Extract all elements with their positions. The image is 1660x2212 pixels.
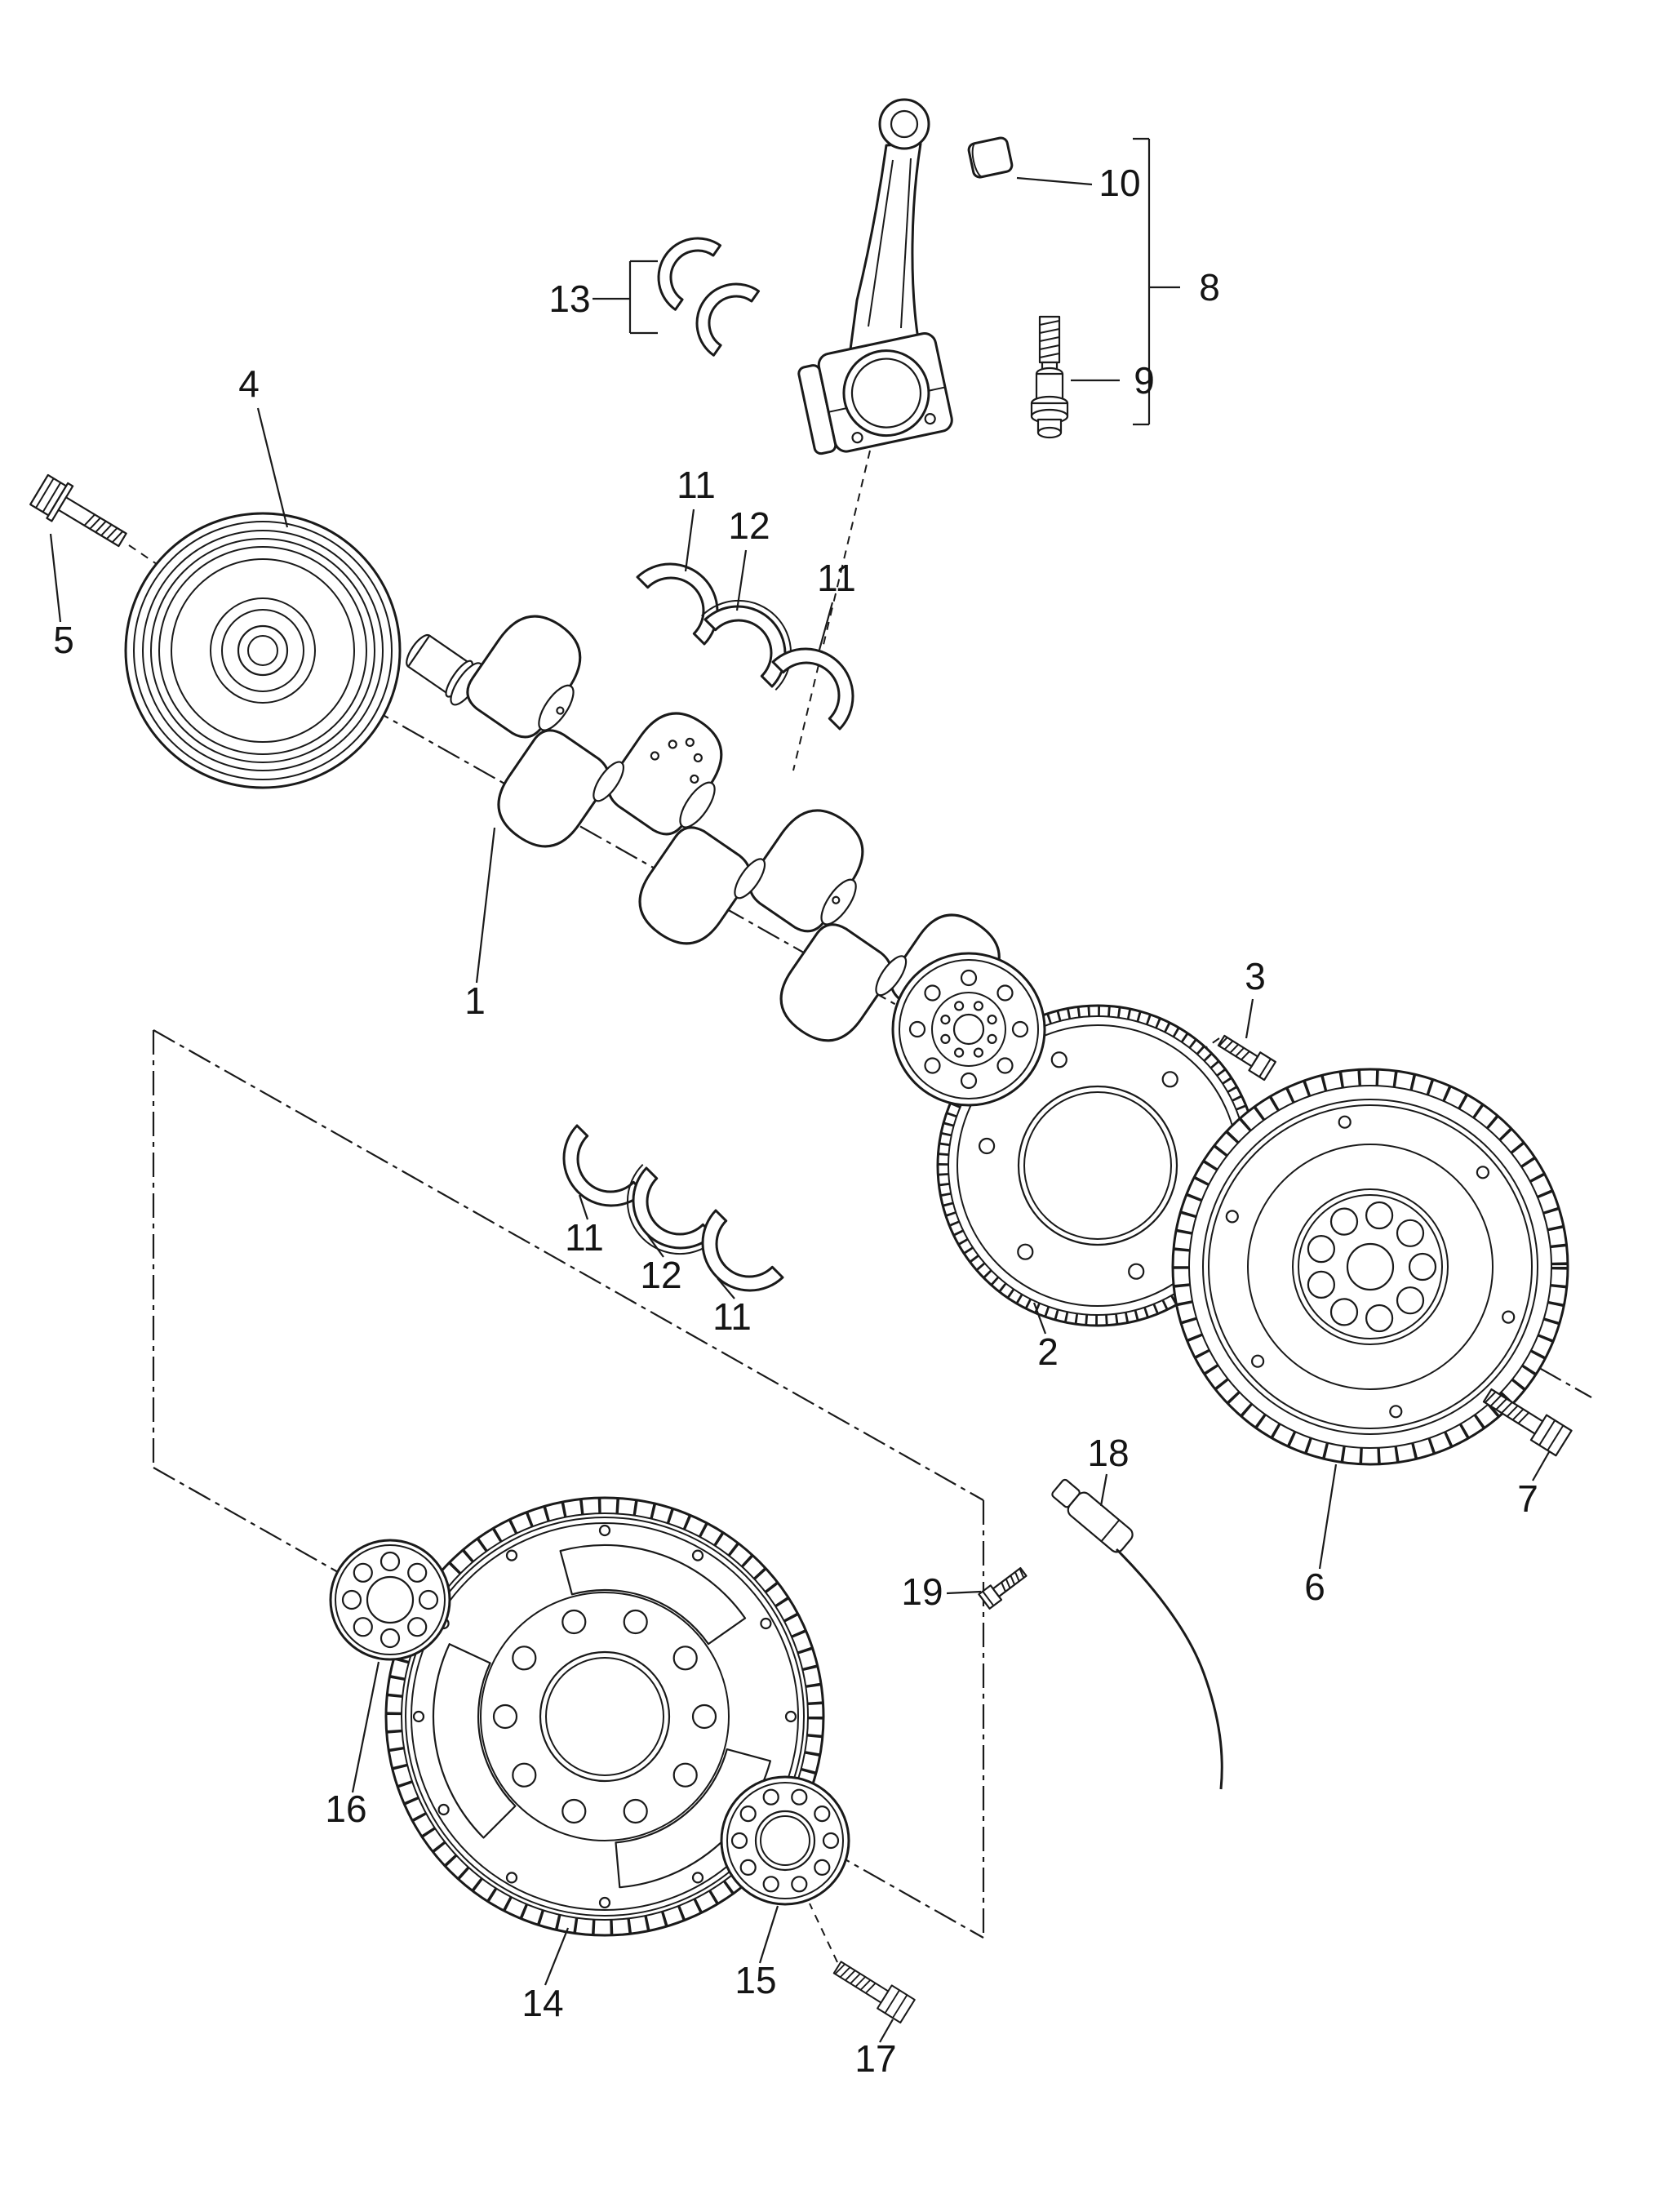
callout-8: 8 [1199,266,1220,309]
callout-1: 1 [464,979,486,1022]
shim-15-drawing [720,1775,850,1906]
flywheel-drawing [1171,1068,1569,1466]
leader-lines [49,176,1550,2043]
crankshaft-rear-flange [891,952,1046,1107]
main-bearing-shells-lower [562,1124,784,1292]
crankshaft-drawing [406,615,1046,1107]
callout-14: 14 [522,1982,563,2024]
callout-11-top-1: 11 [677,464,716,506]
callout-11-top-2: 11 [817,557,856,599]
callout-11-bottom-1: 11 [565,1216,604,1259]
sensor-drawing [1051,1478,1223,1790]
callout-6: 6 [1304,1566,1325,1608]
callout-10: 10 [1099,162,1140,204]
connecting-rod-drawing [797,98,953,455]
sensor-cable [1115,1548,1223,1790]
callouts: 10 8 13 9 11 12 11 4 5 1 3 2 11 12 11 7 … [53,162,1538,2080]
callout-3: 3 [1245,955,1266,997]
callout-12-top: 12 [728,504,770,547]
screw-3-drawing [1217,1034,1276,1082]
flywheel-bolt-drawing [1482,1388,1573,1457]
callout-19: 19 [901,1570,943,1613]
flexplate-drawing [384,1496,825,1937]
callout-11-bottom-2: 11 [712,1295,752,1338]
callout-13: 13 [548,278,590,320]
flexplate-bolt-drawing [832,1961,916,2024]
pulley-drawing [124,512,402,789]
conrod-bearing-shells-drawing [593,237,761,357]
callout-7: 7 [1517,1477,1538,1520]
sensor-screw-drawing [978,1566,1028,1610]
callout-16: 16 [325,1788,366,1830]
main-bearing-shells-upper [636,562,854,731]
callout-17: 17 [854,2037,896,2080]
callout-2: 2 [1037,1330,1059,1373]
callout-4: 4 [238,362,260,405]
piston-pin-bushing-drawing [967,136,1014,179]
connecting-rod-bolt-drawing [1030,315,1069,439]
bracket-part-8 [1133,137,1180,426]
callout-5: 5 [53,619,74,661]
washer-16-drawing [329,1539,451,1661]
callout-12-bottom: 12 [640,1254,681,1296]
callout-15: 15 [735,1959,776,2001]
callout-18: 18 [1087,1432,1129,1474]
pulley-bolt-drawing [29,473,127,548]
callout-9: 9 [1134,359,1155,402]
